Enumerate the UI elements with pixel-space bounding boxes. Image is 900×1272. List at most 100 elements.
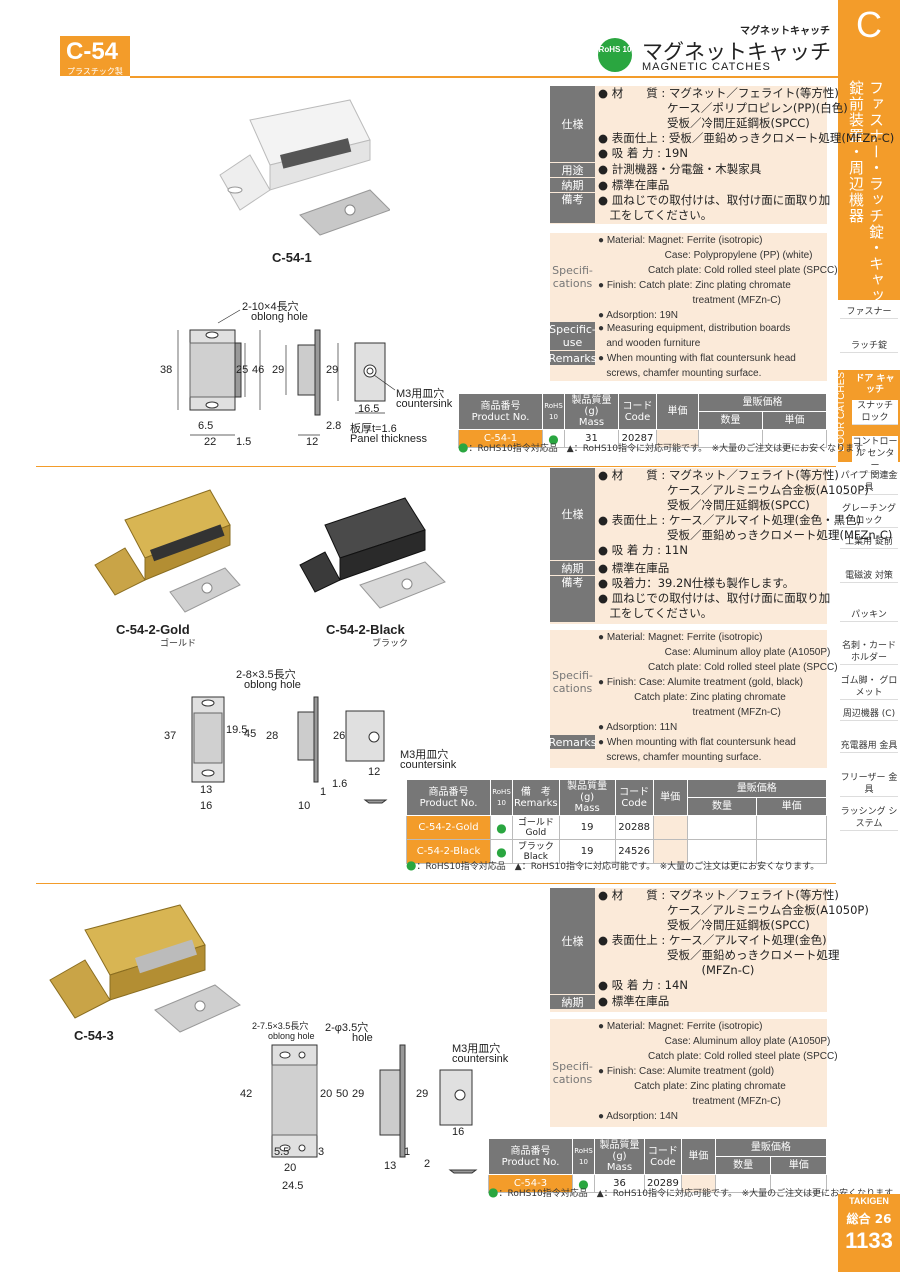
- th-code-3: コード: [647, 1145, 678, 1157]
- note-text: ● 皿ねじでの取付けは、取付け面に面取り加 工をしてください。: [598, 193, 831, 222]
- product-no: C-54-2-Gold: [406, 815, 491, 840]
- th-vol: 量販価格: [698, 393, 827, 412]
- dim-m3-en-2: countersink: [400, 759, 457, 771]
- product-sub-black: ブラック: [372, 639, 409, 649]
- unit-price: [680, 1174, 716, 1193]
- stock-label-2: 納期: [550, 561, 595, 575]
- legend-bulk: ※大量のご注文は更にお安くなります。: [711, 444, 872, 454]
- spec-jp-box-2: [550, 468, 827, 624]
- th-vol-2: 量販価格: [686, 779, 828, 798]
- mass: 19: [558, 839, 616, 864]
- dim-2-8: 2.8: [326, 420, 342, 432]
- th-mass-3: 製品質量(g): [599, 1140, 640, 1162]
- stock-text-3: ● 標準在庫品: [598, 994, 670, 1008]
- th-code-en-3: Code: [650, 1156, 676, 1168]
- dim-29a-3: 29: [352, 1088, 365, 1100]
- remark-jp: ブラック: [517, 841, 554, 852]
- legend-bulk: ※大量のご注文は更にお安くなります。: [659, 862, 820, 872]
- mass: 19: [558, 815, 616, 840]
- dim-20: 20: [320, 1088, 333, 1100]
- stock-text: ● 標準在庫品: [598, 178, 670, 192]
- dim-hole-en: oblong hole: [251, 311, 308, 323]
- remark-jp: ゴールド: [517, 817, 554, 828]
- dim-panel-en: Panel thickness: [350, 433, 428, 445]
- dim-46: 46: [252, 364, 265, 376]
- rohs-dot-icon: ●: [490, 815, 513, 840]
- sidebar-item-13[interactable]: フリーザー 金具: [840, 773, 898, 797]
- th-prod-3: 商品番号: [510, 1145, 551, 1157]
- dim-10: 10: [298, 800, 311, 812]
- sidebar-item-1[interactable]: ラッチ錠: [840, 340, 898, 353]
- sidebar-item-8[interactable]: パッキン: [840, 609, 898, 622]
- sidebar-item-7[interactable]: 電磁波 対策: [840, 570, 898, 583]
- dim-13-3: 13: [384, 1160, 397, 1172]
- th-unit-2: 単価: [652, 779, 688, 816]
- spec-en-text-3: ● Material: Magnet: Ferrite (isotropic) …: [598, 1021, 838, 1122]
- spec-en-text-2: ● Material: Magnet: Ferrite (isotropic) …: [598, 632, 838, 733]
- product-no: C-54-3: [488, 1174, 573, 1193]
- th-prod-en-3: Product No.: [501, 1156, 560, 1168]
- bulk-price: [756, 839, 827, 864]
- mass: 36: [594, 1174, 645, 1193]
- legend-3: ●：RoHS10指令対応品 ▲：RoHS10指令に対応可能です。 ※大量のご注文…: [488, 1185, 900, 1199]
- dim-3: 3: [318, 1146, 325, 1158]
- th-rohs: RoHS 10: [542, 393, 565, 430]
- product-photo-c54-2-black: [299, 497, 446, 609]
- sidebar-item-9[interactable]: 名刺・カード ホルダー: [840, 641, 898, 665]
- sidebar-item-6[interactable]: 工業用 錠前: [840, 536, 898, 549]
- stock-text-2: ● 標準在庫品: [598, 561, 670, 575]
- dim-hole-2: 2-8×3.5長穴: [236, 669, 296, 681]
- dim-m3-en-3: countersink: [452, 1053, 509, 1065]
- series-code: C-54: [66, 38, 119, 65]
- page-title-en: MAGNETIC CATCHES: [642, 61, 771, 73]
- dim-m3-3: M3用皿穴: [452, 1043, 501, 1055]
- th-prod-en: Product No.: [471, 411, 530, 423]
- th-mass: 製品質量(g): [571, 395, 612, 417]
- product-label-c54-1: C-54-1: [272, 250, 312, 265]
- th-uprice: 単価: [762, 411, 827, 430]
- dim-hole: 2-10×4長穴: [242, 301, 299, 313]
- note-text-2: ● 吸着力：39.2N仕様も製作します。 ● 皿ねじでの取付けは、取付け面に面取…: [598, 576, 831, 620]
- th-mass-en: Mass: [578, 417, 605, 428]
- sidebar-item-14[interactable]: ラッシング システム: [840, 807, 898, 831]
- use-en-label: Specific- use: [549, 322, 596, 350]
- bulk-qty: [686, 815, 758, 840]
- dim-12-2: 12: [368, 766, 381, 778]
- sidebar-category: ファスナー・ラッチ錠・キャッチ: [867, 80, 885, 320]
- bulk-price: [770, 1174, 827, 1193]
- dim-22: 22: [204, 436, 217, 448]
- sidebar-item-12[interactable]: 充電器用 金具: [840, 741, 898, 753]
- dim-26: 26: [333, 730, 346, 742]
- sidebar-item-0[interactable]: ファスナー: [840, 306, 898, 319]
- sidebar-item-5[interactable]: グレーチング ロック: [840, 504, 898, 528]
- sidebar-item-3[interactable]: コントロール センター: [852, 436, 898, 473]
- th-uprice-2: 単価: [756, 797, 827, 816]
- dim-hole-3: 2-7.5×3.5長穴: [252, 1021, 309, 1031]
- sidebar-item-10[interactable]: ゴム脚・ グロメット: [840, 676, 898, 700]
- sidebar-item-4[interactable]: パイプ 関連金具: [840, 471, 898, 495]
- code: 20288: [614, 815, 654, 840]
- dim-38: 38: [160, 364, 173, 376]
- bulk-qty: [686, 839, 758, 864]
- unit-price: [656, 429, 699, 448]
- dim-24-5: 24.5: [282, 1180, 304, 1192]
- th-code: コード: [622, 400, 653, 412]
- dim-hole-en-3: oblong hole: [268, 1031, 315, 1041]
- dim-m3: M3用皿穴: [396, 388, 445, 400]
- sidebar-item-2[interactable]: スナッチ ロック: [852, 400, 898, 425]
- drawing-c54-2: [191, 696, 388, 804]
- series-badge: C-54 プラスチック製: [60, 36, 130, 76]
- sidebar-item-door-catches[interactable]: ドア キャッチ: [855, 374, 895, 395]
- dim-37: 37: [164, 730, 177, 742]
- sidebar-item-11[interactable]: 周辺機器 (C): [840, 708, 898, 721]
- page-number: 1133: [845, 1228, 893, 1253]
- spec-label-2: 仕様: [550, 468, 595, 560]
- dim-6-5: 6.5: [198, 420, 214, 432]
- spec-en-text: ● Material: Magnet: Ferrite (isotropic) …: [598, 235, 838, 321]
- th-mass-en-2: Mass: [574, 803, 600, 814]
- dim-m3-2: M3用皿穴: [400, 749, 449, 761]
- stock-label-3: 納期: [550, 995, 595, 1009]
- th-mass-2: 製品質量(g): [567, 781, 608, 803]
